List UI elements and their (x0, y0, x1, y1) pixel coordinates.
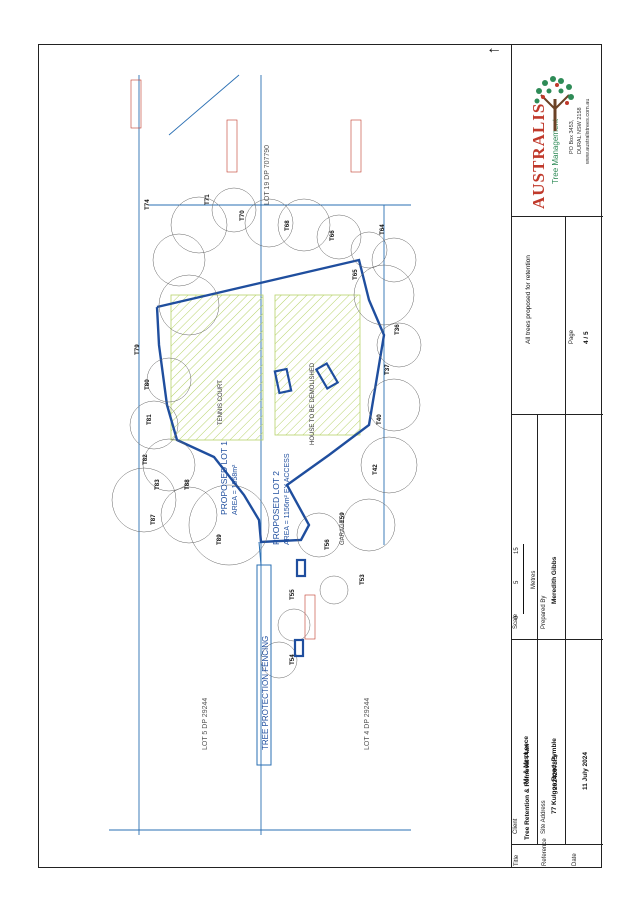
proposed-lot2-area: AREA = 1156m² EX ACCESS (284, 453, 291, 545)
tree-label: T53 (359, 574, 366, 585)
tree-logo (534, 76, 574, 131)
tpf-label: TREE PROTECTION FENCING (261, 636, 270, 750)
retention-note: All trees proposed for retention (525, 255, 532, 344)
lot5-label: LOT 5 DP 29244 (202, 698, 209, 750)
tree-label: T66 (329, 230, 336, 241)
scale-tick-0: 0 (514, 615, 520, 619)
svg-text:HOUSE TO BE DEMOLISHED: HOUSE TO BE DEMOLISHED (310, 362, 316, 445)
house-hatch (274, 294, 361, 436)
site-plan: T74 T71 T70 T68 T66 T65 T64 T79 T80 T81 … (109, 74, 422, 835)
drawing-sheet: T74 T71 T70 T68 T66 T65 T64 T79 T80 T81 … (38, 44, 603, 868)
retention-note-1: All trees proposed for retention (525, 255, 532, 344)
retained-tree-box (314, 361, 340, 391)
svg-text:LOT 19 DP 707790: LOT 19 DP 707790 (264, 145, 271, 205)
tree-label: T87 (150, 514, 157, 525)
tree-label: T82 (142, 454, 149, 465)
svg-text:PROPOSED LOT 2: PROPOSED LOT 2 (271, 471, 281, 545)
title-value: Tree Retention & Removal Plan (524, 743, 531, 840)
proposed-lot2-label: PROPOSED LOT 2 (271, 471, 281, 545)
retained-tree-box (273, 367, 293, 395)
retained-tree-box (295, 558, 307, 578)
property-boundaries (109, 74, 411, 835)
tennis-court-hatch (170, 294, 264, 441)
tree-label: T56 (324, 539, 331, 550)
date-label: Date (572, 853, 578, 866)
tree-label: T70 (239, 210, 246, 221)
proposed-lot-outline (155, 258, 386, 544)
svg-text:TENNIS COURT: TENNIS COURT (218, 380, 224, 425)
tree-label: T36 (394, 324, 401, 335)
title-label: Title (514, 854, 520, 866)
tree-label: T79 (134, 344, 141, 355)
prepared-label: Prepared By (541, 595, 547, 629)
tree-label: T89 (216, 534, 223, 545)
house-label: HOUSE TO BE DEMOLISHED (310, 362, 316, 445)
date-value: 11 July 2024 (582, 752, 589, 790)
svg-text:AREA = 1156m² EX ACCESS: AREA = 1156m² EX ACCESS (284, 453, 291, 545)
svg-text:AREA = 1958m²: AREA = 1958m² (232, 464, 239, 515)
tree-canopies (111, 187, 422, 679)
scale-tick-15: 15 (514, 547, 520, 554)
prepared-by: Meredith Gibbs (551, 556, 558, 604)
svg-text:LOT 5 DP 29244: LOT 5 DP 29244 (202, 698, 209, 750)
scale-bar (523, 544, 532, 614)
lot4-label: LOT 4 DP 29244 (364, 698, 371, 750)
scale-tick-5: 5 (514, 580, 520, 584)
tree-label: T37 (384, 364, 391, 375)
reference-label: Reference (542, 838, 548, 866)
tree-label: T59 (339, 512, 346, 523)
tree-label: T74 (144, 199, 151, 210)
tree-label: T42 (372, 464, 379, 475)
tree-label: T40 (376, 414, 383, 425)
plan-annotations: LOT 5 DP 29244 LOT 4 DP 29244 LOT 19 DP … (202, 145, 371, 750)
tennis-court-label: TENNIS COURT (218, 380, 224, 425)
tree-label: T88 (184, 479, 191, 490)
tree-label: T64 (379, 224, 386, 235)
tpf-box (256, 564, 272, 766)
tree-label: T68 (284, 220, 291, 231)
page-number: 4 / 5 (583, 331, 590, 344)
tree-label: T81 (146, 414, 153, 425)
svg-text:LOT 4 DP 29244: LOT 4 DP 29244 (364, 698, 371, 750)
scale-unit: Metres (531, 570, 537, 589)
tree-label: T54 (289, 654, 296, 665)
page-label: Page (569, 329, 575, 344)
svg-text:TREE PROTECTION FENCING: TREE PROTECTION FENCING (261, 636, 270, 750)
title-block: AUSTRALIS Tree Management PO Box 3453, D… (511, 44, 603, 868)
tree-label: T71 (204, 194, 211, 205)
lot19-label: LOT 19 DP 707790 (264, 145, 271, 205)
proposed-lot1-label: PROPOSED LOT 1 (219, 441, 229, 515)
tree-labels: T74 T71 T70 T68 T66 T65 T64 T79 T80 T81 … (134, 194, 401, 665)
tree-label: T83 (154, 479, 161, 490)
garage-label: GARAGE (340, 519, 346, 545)
proposed-lot1-area: AREA = 1958m² (232, 464, 239, 515)
tree-label: T80 (144, 379, 151, 390)
tree-label: T65 (352, 269, 359, 280)
svg-text:GARAGE: GARAGE (340, 519, 346, 545)
north-arrow: ← (486, 40, 502, 57)
reference-value: 20242078.5 (552, 755, 559, 790)
website: www.australistrees.com.au (585, 98, 591, 164)
tree-label: T55 (289, 589, 296, 600)
retained-tree-box (293, 638, 305, 658)
svg-text:PROPOSED LOT 1: PROPOSED LOT 1 (219, 441, 229, 515)
